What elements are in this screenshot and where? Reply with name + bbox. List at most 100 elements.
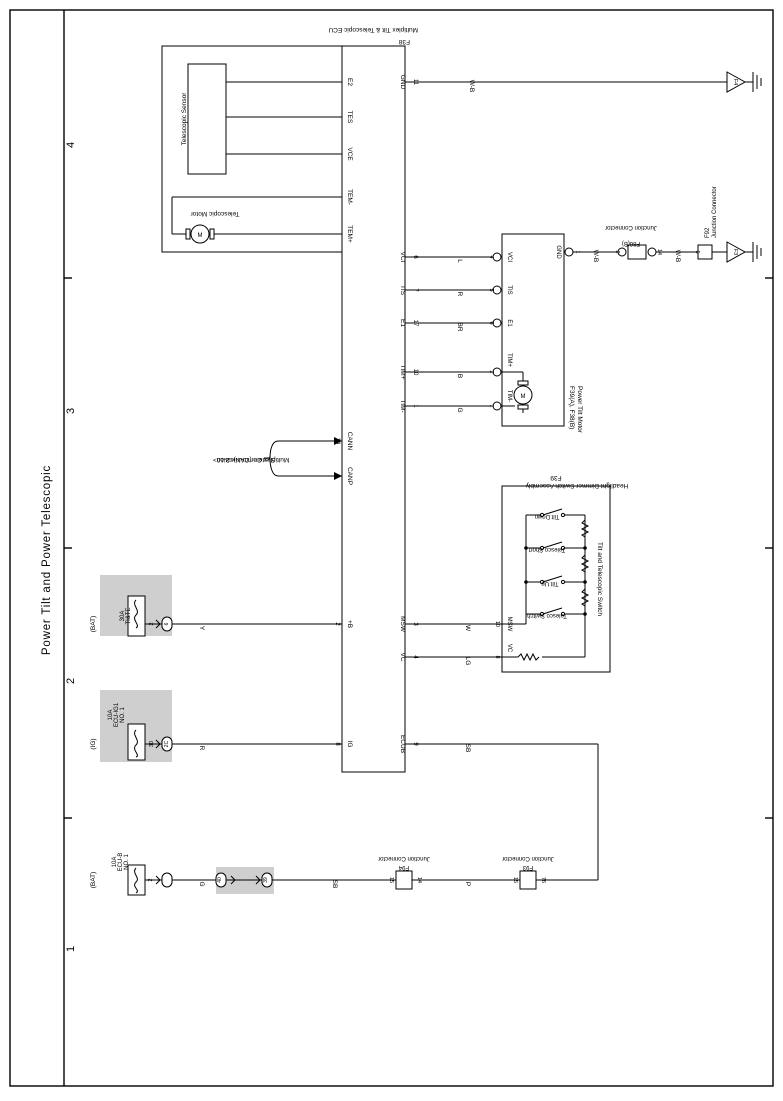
- wire-e1-color: BR: [456, 322, 463, 331]
- tilt-motor-m: M: [521, 394, 526, 400]
- wire-plusb-color: Y: [198, 626, 205, 631]
- junction-f94-name: Junction Connector: [378, 855, 430, 861]
- tilt-motor-icon: [513, 385, 533, 405]
- fuse-ig1-amp: 10A: [108, 710, 114, 721]
- ecu-pin-ecub: ECUB: [399, 735, 406, 753]
- zone-ticks: [64, 277, 773, 819]
- tilt-pin-e1-num: 6: [488, 321, 494, 324]
- tilt-pin-tis: TIS: [506, 285, 512, 294]
- inline-connector: 40 39 SB: [215, 867, 396, 894]
- junction-f93-pin-b: 76: [540, 877, 546, 883]
- fuse-tite: (BAT) 30A TI&TE 2 6 Y: [90, 575, 342, 637]
- ecu-name: Multiplex Tilt & Telescopic ECU: [328, 26, 418, 33]
- ground-f3-label: F3: [732, 249, 738, 255]
- fuse-ecu-b: (BAT) 10A ECU-B NO. 1 2 G: [90, 853, 216, 896]
- ecu-pin-tim-plus: TIM+: [399, 365, 406, 380]
- tilt-pin-tim-minus: TIM-: [506, 390, 512, 402]
- ecu-pin-canp: CANP: [346, 467, 353, 485]
- wire-msw-color: W: [464, 625, 471, 632]
- ecu-pin-tem-plus: TEM+: [346, 225, 353, 243]
- tilt-pin-gnd: GND: [555, 245, 561, 259]
- tilt-pin-vci: VCI: [506, 252, 512, 262]
- fuse-ecub-name2: NO. 1: [124, 854, 130, 870]
- wire-tis-color: R: [456, 292, 463, 297]
- switch-label-telesco-short: Telesco Short: [528, 546, 565, 552]
- wire-gnd2b-color: W-B: [674, 250, 681, 263]
- ecu-pin-tes: TES: [346, 111, 353, 124]
- ecu-block: Multiplex Tilt & Telescopic ECU F38: [328, 26, 418, 773]
- fuse-ig1-source: (IG): [90, 738, 97, 749]
- switch-assembly: Headlight Dimmer Switch Assembly F39 Til…: [494, 474, 628, 673]
- fuse-ig1-name: ECU-IG1: [114, 702, 120, 727]
- ecu-pin-ig: IG: [346, 741, 353, 748]
- tilt-pin-tim-minus-num: 1: [488, 404, 494, 407]
- ecu-pin-tim-minus: TIM-: [399, 399, 406, 412]
- multiplex-label-1: Multiplex Communication: [216, 456, 289, 463]
- junction-f92-code: F92: [705, 227, 711, 238]
- fuse-ecub-amp: 10A: [112, 857, 118, 868]
- ground-f4-label: F4: [732, 79, 738, 85]
- wire-lower-sb-color: SB: [331, 880, 338, 889]
- ecu-pin-cann: CANN: [346, 432, 353, 451]
- junction-f94: [395, 870, 413, 890]
- gnd-circuit: W-B F4: [405, 71, 762, 93]
- ground-f3-icon: [726, 241, 747, 263]
- junction-f94-pin-a: 15: [388, 877, 394, 883]
- page-title: Power Tilt and Power Telescopic: [41, 465, 53, 655]
- zone-label-2: 2: [65, 678, 77, 684]
- wire-ecub-color: SB: [464, 744, 471, 753]
- fuse-tite-conn: 6: [164, 622, 170, 625]
- switch-pin-msw: MSW: [506, 617, 512, 632]
- inline-conn-left: 40: [217, 877, 223, 883]
- fuse-tite-name: TI&TE: [126, 607, 132, 624]
- junction-f92-name: Junction Connector: [712, 186, 718, 238]
- junction-f86b-code: F86(B): [622, 240, 640, 246]
- ecu-pin-tis: TIS: [399, 285, 406, 296]
- zone-label-1: 1: [65, 946, 77, 952]
- ecub-circuit: SB 76 15 F93 Junction Connector: [405, 743, 599, 890]
- telescopic-sensor-box: [187, 63, 227, 175]
- junction-f86b-pin-a: 2: [614, 250, 620, 253]
- ecu-pin-plusb: +B: [346, 620, 353, 628]
- ecu-pin-e1: E1: [399, 319, 406, 327]
- wire-gnd2a-color: W-B: [592, 250, 599, 263]
- fuse-tite-source: (BAT): [90, 616, 97, 633]
- switch-wires: W LG: [405, 623, 502, 665]
- fuse-ecub-name: ECU-B: [118, 853, 124, 872]
- ecu-pin-e2: E2: [346, 78, 353, 86]
- tilt-gnd-circuit: 1 W-B 2 14 F86(B) Junction Connector W-B…: [564, 186, 762, 263]
- tilt-wires: 4 5 6 2 1 L R BR B G: [405, 252, 502, 413]
- switch-label-tilt-up: Tilt Up: [541, 580, 559, 586]
- wire-lower-p-color: P: [464, 882, 471, 886]
- ecu-pin-msw: MSW: [399, 616, 406, 633]
- fuse-ig1-name2: NO. 1: [120, 707, 126, 723]
- wire-timp-color: B: [456, 374, 463, 378]
- fuse-tite-amp: 30A: [120, 611, 126, 622]
- inline-conn-right: 39: [263, 877, 269, 883]
- telescopic-sensor-label: Telescopic Sensor: [181, 92, 188, 146]
- junction-f93-name: Junction Connector: [502, 855, 554, 861]
- telescopic-unit: Telescopic Sensor M Telescopic Motor: [161, 45, 343, 253]
- tilt-pin-tim-plus: TIM+: [506, 353, 512, 367]
- tilt-motor-name: Power Tilt Motor: [576, 386, 583, 434]
- wire-gnd-color: W-B: [468, 80, 475, 93]
- ecu-pin-vce: VCE: [346, 147, 353, 161]
- junction-f94-group: 15 14 F94 Junction Connector P: [378, 855, 520, 890]
- junction-f86b-name: Junction Connector: [605, 224, 657, 230]
- ecu-pin-vc: VC: [399, 652, 406, 661]
- zone-label-3: 3: [65, 408, 77, 414]
- multiplex-label-2: System (CAN)<2-10>: [213, 456, 275, 463]
- fuse-ecub-source: (BAT): [90, 872, 97, 889]
- ground-f4-icon: [726, 71, 747, 93]
- fuse-ecu-ig1: (IG) 10A ECU-IG1 NO. 1 30 2C R: [90, 690, 342, 762]
- tilt-pin-tim-plus-num: 2: [488, 370, 494, 373]
- junction-f94-code: F94: [398, 864, 409, 870]
- telescopic-motor-icon: [190, 224, 210, 244]
- ecu-pin-tem-minus: TEM-: [346, 189, 353, 205]
- wire-timm-color: G: [456, 407, 463, 412]
- telescopic-motor-label: Telescopic Motor: [190, 210, 240, 217]
- switch-label-telesco-switch: Telesco Switch: [527, 612, 567, 618]
- ecu-pin-gnd: GND: [399, 75, 406, 90]
- junction-f93-code: F93: [522, 864, 533, 870]
